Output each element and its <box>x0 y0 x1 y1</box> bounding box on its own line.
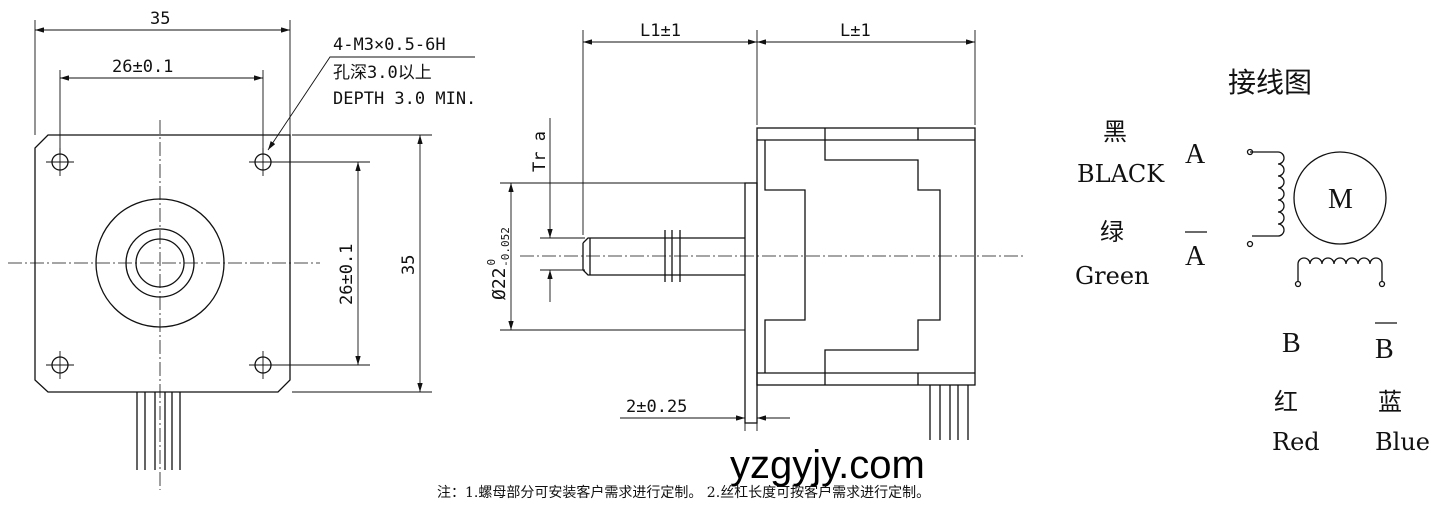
red-en: Red <box>1272 428 1320 456</box>
front-view: 35 26±0.1 26±0.1 35 4-M3×0.5-6H 孔深3.0以上 … <box>8 9 476 490</box>
wiring-diagram: 接线图 黑 BLACK 绿 Green A A M B B 红 Red 蓝 Bl… <box>1075 67 1430 456</box>
height-dim: 35 <box>399 255 419 275</box>
hole-note-thread: 4-M3×0.5-6H <box>333 35 446 55</box>
l1-dim: L1±1 <box>640 21 681 41</box>
flange <box>744 182 758 424</box>
lead-screw <box>582 237 745 276</box>
boss-circle <box>95 198 225 328</box>
phase-b-bar: B <box>1375 334 1394 365</box>
phase-a: A <box>1185 139 1206 170</box>
green-en: Green <box>1075 262 1150 290</box>
blue-en: Blue <box>1375 428 1430 456</box>
red-cn: 红 <box>1274 388 1298 416</box>
hole-spacing-h: 26±0.1 <box>112 57 173 77</box>
phase-a-bar: A <box>1185 241 1206 272</box>
side-cable <box>929 385 969 440</box>
motor-symbol <box>1293 151 1387 245</box>
green-cn: 绿 <box>1100 218 1124 246</box>
coil-a <box>1250 151 1285 237</box>
motor-body <box>756 127 976 386</box>
wiring-title: 接线图 <box>1228 67 1312 99</box>
hole-note-depth-cn: 孔深3.0以上 <box>333 63 432 83</box>
width-dim: 35 <box>150 9 170 29</box>
phase-b: B <box>1282 328 1301 359</box>
cable <box>136 392 181 470</box>
black-cn: 黑 <box>1103 118 1127 146</box>
footnote: 注：1.螺母部分可安装客户需求进行定制。 2.丝杠长度可按客户需求进行定制。 <box>437 484 930 501</box>
thread-label: Tr a <box>530 131 550 172</box>
mounting-holes <box>46 148 277 379</box>
watermark: yzgyjy.com <box>730 443 925 487</box>
blue-cn: 蓝 <box>1378 388 1402 416</box>
shaft-circle <box>135 238 185 288</box>
coil-b <box>1297 257 1383 282</box>
hole-note-depth-en: DEPTH 3.0 MIN. <box>333 89 476 109</box>
flange-dim: 2±0.25 <box>626 397 687 417</box>
motor-label: M <box>1328 184 1353 215</box>
motor-face <box>34 134 291 393</box>
boss-dim: Ø220-0.052 <box>485 227 512 300</box>
black-en: BLACK <box>1077 160 1165 188</box>
side-view: L1±1 L±1 Ø220-0.052 Tr a 2±0.25 <box>485 21 1025 440</box>
hole-spacing-v: 26±0.1 <box>337 244 357 305</box>
l-dim: L±1 <box>840 21 871 41</box>
